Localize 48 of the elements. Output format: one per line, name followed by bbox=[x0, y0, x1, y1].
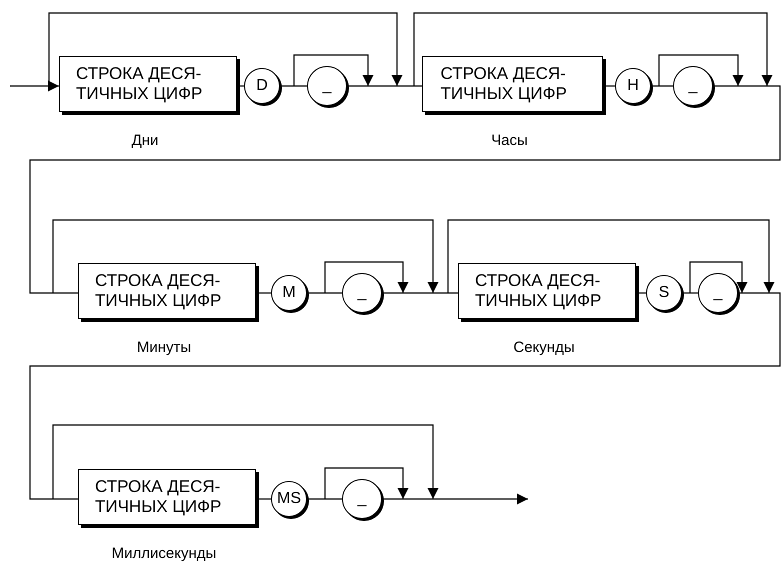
syntax-box bbox=[78, 263, 256, 319]
terminal-circle bbox=[342, 273, 382, 313]
circle-label: S bbox=[658, 284, 670, 302]
connector-line bbox=[682, 292, 698, 294]
connector-line bbox=[29, 292, 781, 500]
caption-label: Миллисекунды bbox=[112, 545, 216, 562]
circle-label: MS bbox=[277, 490, 301, 508]
caption-label: Дни bbox=[132, 132, 158, 149]
syntax-box bbox=[458, 263, 636, 319]
circle-label: _ bbox=[358, 284, 366, 302]
connector-line bbox=[347, 85, 422, 87]
arrow bbox=[382, 494, 528, 504]
syntax-box bbox=[422, 56, 603, 112]
box-label: СТРОКА ДЕСЯ- ТИЧНЫХ ЦИФР bbox=[75, 64, 204, 104]
terminal-circle bbox=[244, 68, 280, 104]
box-label: СТРОКА ДЕСЯ- ТИЧНЫХ ЦИФР bbox=[94, 477, 222, 517]
terminal-circle bbox=[271, 275, 307, 311]
terminal-circle bbox=[342, 479, 382, 519]
syntax-box bbox=[78, 469, 256, 525]
box-label: СТРОКА ДЕСЯ- ТИЧНЫХ ЦИФР bbox=[440, 64, 568, 104]
connector-line bbox=[382, 292, 458, 294]
terminal-circle bbox=[615, 68, 651, 104]
terminal-circle bbox=[673, 66, 713, 106]
terminal-circle bbox=[307, 66, 347, 106]
circle-label: D bbox=[256, 77, 268, 95]
connector-line bbox=[307, 498, 342, 500]
circle-label: _ bbox=[688, 77, 698, 95]
caption-label: Секунды bbox=[513, 339, 575, 356]
circle-label: M bbox=[282, 284, 296, 302]
circle-label: _ bbox=[714, 284, 722, 302]
arrow bbox=[10, 80, 59, 92]
connector-line bbox=[651, 85, 673, 87]
caption-label: Часы bbox=[491, 132, 528, 149]
circle-label: _ bbox=[358, 490, 366, 508]
connector-line bbox=[307, 292, 342, 294]
box-label: СТРОКА ДЕСЯ- ТИЧНЫХ ЦИФР bbox=[94, 271, 222, 311]
box-label: СТРОКА ДЕСЯ- ТИЧНЫХ ЦИФР bbox=[474, 271, 602, 311]
terminal-circle bbox=[646, 275, 682, 311]
terminal-circle bbox=[698, 273, 738, 313]
connector-line bbox=[256, 498, 271, 500]
connector-line bbox=[29, 85, 781, 294]
circle-label: _ bbox=[322, 77, 332, 95]
circle-label: H bbox=[627, 77, 639, 95]
caption-label: Минуты bbox=[136, 339, 192, 356]
terminal-circle bbox=[271, 481, 307, 517]
connector-line bbox=[256, 292, 271, 294]
connector-line bbox=[280, 85, 307, 87]
syntax-box bbox=[59, 56, 237, 112]
